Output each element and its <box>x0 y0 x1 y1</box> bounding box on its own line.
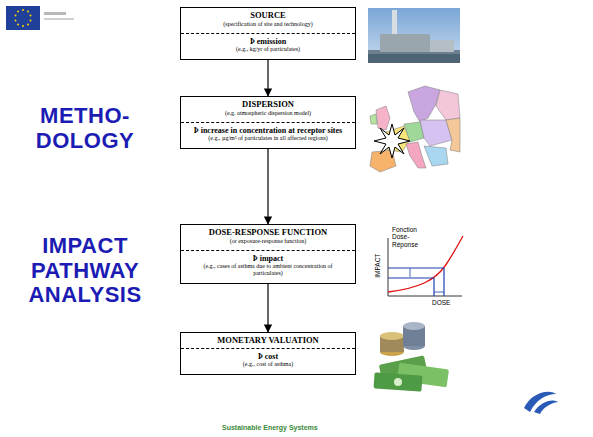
box-result: Þ impact <box>181 250 355 263</box>
box-example: (e.g., cases of asthma due to ambient co… <box>181 263 355 280</box>
box-example: (e.g., kg/yr of particulates) <box>181 46 355 56</box>
box-result: Þ cost <box>181 348 355 361</box>
axis-label: IMPACT <box>374 254 381 278</box>
process-box: DISPERSION(e.g. atmospheric dispersion m… <box>180 96 356 149</box>
box-heading: SOURCE <box>181 8 355 21</box>
box-example: (e.g., cost of asthma) <box>181 361 355 371</box>
europe-map <box>370 86 460 172</box>
box-result: Þ increase in concentration at receptor … <box>181 122 355 135</box>
swoosh-logo <box>524 392 558 414</box>
box-subtitle: (e.g. atmospheric dispersion model) <box>181 110 355 120</box>
flow-arrow <box>267 284 268 332</box>
process-box: MONETARY VALUATION Þ cost(e.g., cost of a… <box>180 332 356 375</box>
power-plant-photo <box>368 8 460 63</box>
eu-logo <box>6 6 74 30</box>
flow-arrow <box>267 60 268 96</box>
box-heading: DISPERSION <box>181 97 355 110</box>
footer-text: Sustainable Energy Systems <box>222 424 318 431</box>
process-box: DOSE-RESPONSE FUNCTION(or exposure-respo… <box>180 224 356 284</box>
money-picture <box>374 322 450 392</box>
process-box: SOURCE(specification of site and technol… <box>180 7 356 60</box>
box-subtitle: (specification of site and technology) <box>181 21 355 31</box>
box-heading: MONETARY VALUATION <box>181 333 355 346</box>
flow-arrow <box>267 149 268 224</box>
box-example: (e.g., µg/m³ of particulates in all affe… <box>181 135 355 145</box>
box-result: Þ emission <box>181 33 355 46</box>
axis-label: DOSE <box>432 299 450 306</box>
compass-star <box>374 124 410 158</box>
section-title: IMPACT PATHWAY ANALYSIS <box>10 234 160 308</box>
box-subtitle: (or exposure-response function) <box>181 238 355 248</box>
graph-title: Fonction Dose-Réponse <box>392 226 432 248</box>
section-title: METHO- DOLOGY <box>10 104 160 153</box>
box-heading: DOSE-RESPONSE FUNCTION <box>181 225 355 238</box>
